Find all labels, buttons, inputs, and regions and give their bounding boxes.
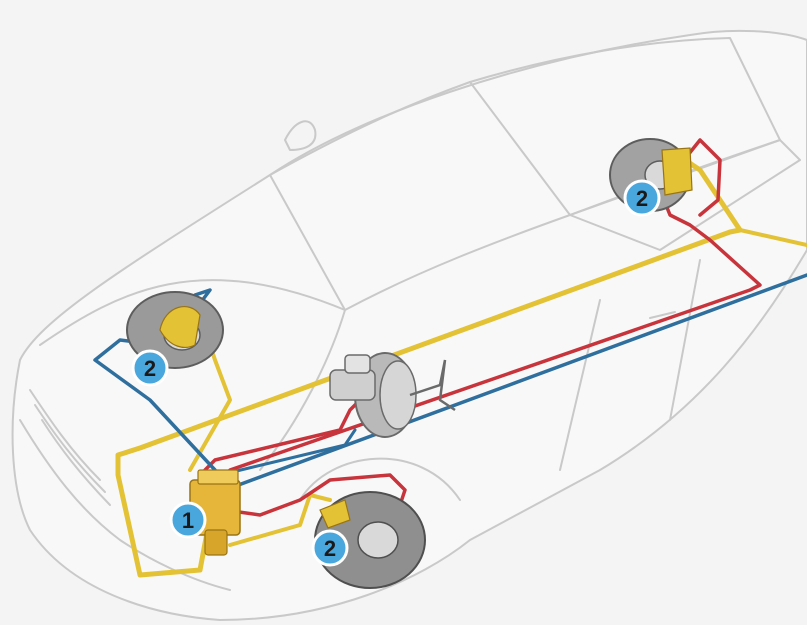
yellow-brake-line-branch-3 bbox=[738, 228, 807, 247]
hydraulic-unit-top bbox=[197, 469, 239, 485]
hydraulic-unit-motor bbox=[204, 529, 228, 556]
marker-circle bbox=[169, 501, 207, 539]
front-left-brake bbox=[126, 291, 224, 369]
booster-face bbox=[379, 360, 417, 430]
rear-caliper bbox=[661, 147, 693, 196]
marker-label: 2 bbox=[144, 356, 156, 381]
grille-2 bbox=[34, 404, 106, 493]
door-line-2 bbox=[669, 259, 701, 421]
yellow-brake-line bbox=[115, 157, 743, 578]
grille bbox=[29, 389, 101, 481]
mirror bbox=[284, 120, 317, 151]
blue-brake-line-booster bbox=[218, 428, 357, 477]
front-right-brake bbox=[314, 491, 426, 589]
wheel-arch-front bbox=[299, 457, 461, 501]
door-handle bbox=[649, 311, 676, 319]
brake-booster bbox=[329, 352, 456, 438]
marker-label: 1 bbox=[182, 508, 194, 533]
marker-circle bbox=[311, 529, 349, 567]
red-brake-line-front bbox=[223, 473, 407, 517]
marker-circle bbox=[623, 179, 661, 217]
front-left-wheel-marker: 2 bbox=[131, 349, 169, 387]
yellow-brake-line-branch-2 bbox=[228, 493, 332, 547]
front-right-caliper bbox=[319, 499, 351, 529]
fluid-reservoir bbox=[344, 354, 371, 374]
door-line bbox=[559, 299, 601, 471]
hood-line bbox=[39, 279, 346, 471]
marker-label: 2 bbox=[324, 536, 336, 561]
front-right-wheel-marker: 2 bbox=[311, 529, 349, 567]
hydraulic-unit-marker: 1 bbox=[169, 501, 207, 539]
rear-wheel-marker: 2 bbox=[623, 179, 661, 217]
front-left-caliper bbox=[159, 306, 201, 348]
marker-label: 2 bbox=[636, 186, 648, 211]
red-brake-line-rear bbox=[228, 138, 762, 472]
pedal-rod bbox=[409, 359, 456, 412]
grille-3 bbox=[41, 419, 111, 506]
brake-lines bbox=[93, 138, 807, 578]
marker-circle bbox=[131, 349, 169, 387]
blue-brake-line-rear bbox=[223, 273, 807, 492]
bumper bbox=[19, 419, 231, 591]
master-cylinder bbox=[329, 369, 376, 401]
side-window bbox=[569, 139, 801, 251]
front-right-hub bbox=[357, 521, 399, 559]
